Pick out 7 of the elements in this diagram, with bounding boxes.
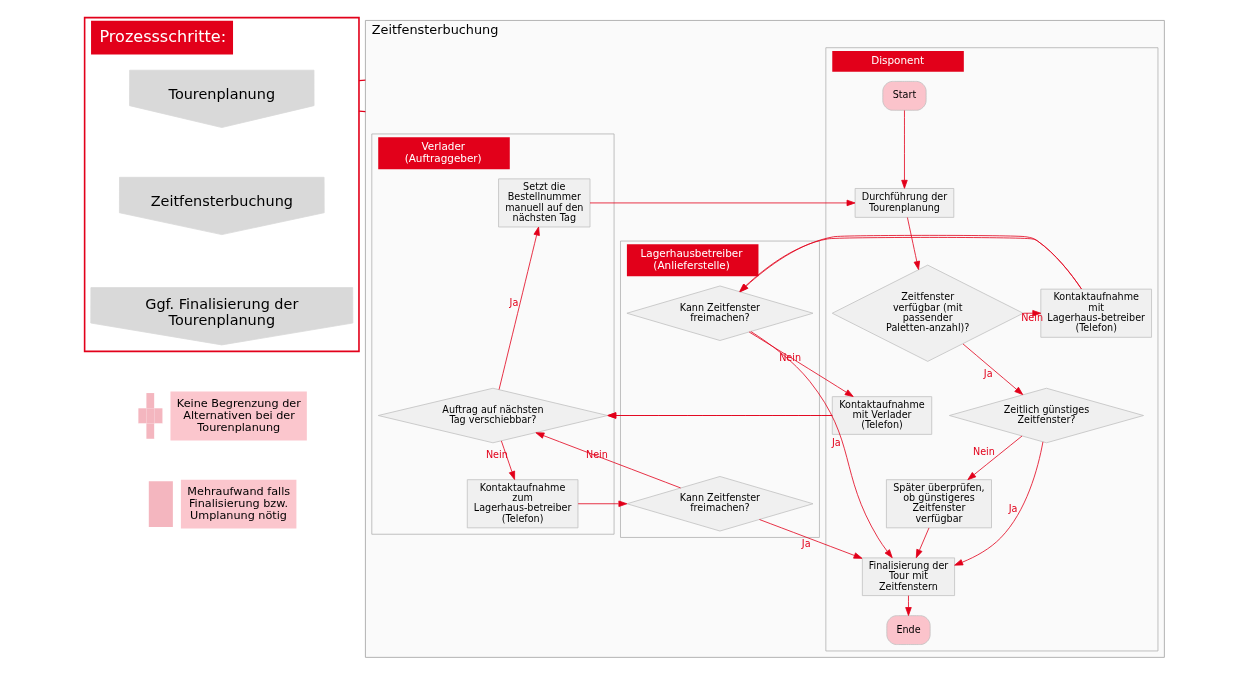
edge-label: Ja	[509, 296, 519, 308]
edge-label: Ja	[831, 436, 841, 448]
edge-label: Ja	[983, 368, 993, 380]
edge-label: Ja	[801, 537, 811, 549]
edge-label: Nein	[973, 445, 995, 457]
edge-label: Nein	[485, 448, 508, 460]
edge-label: Ja	[1008, 502, 1018, 514]
